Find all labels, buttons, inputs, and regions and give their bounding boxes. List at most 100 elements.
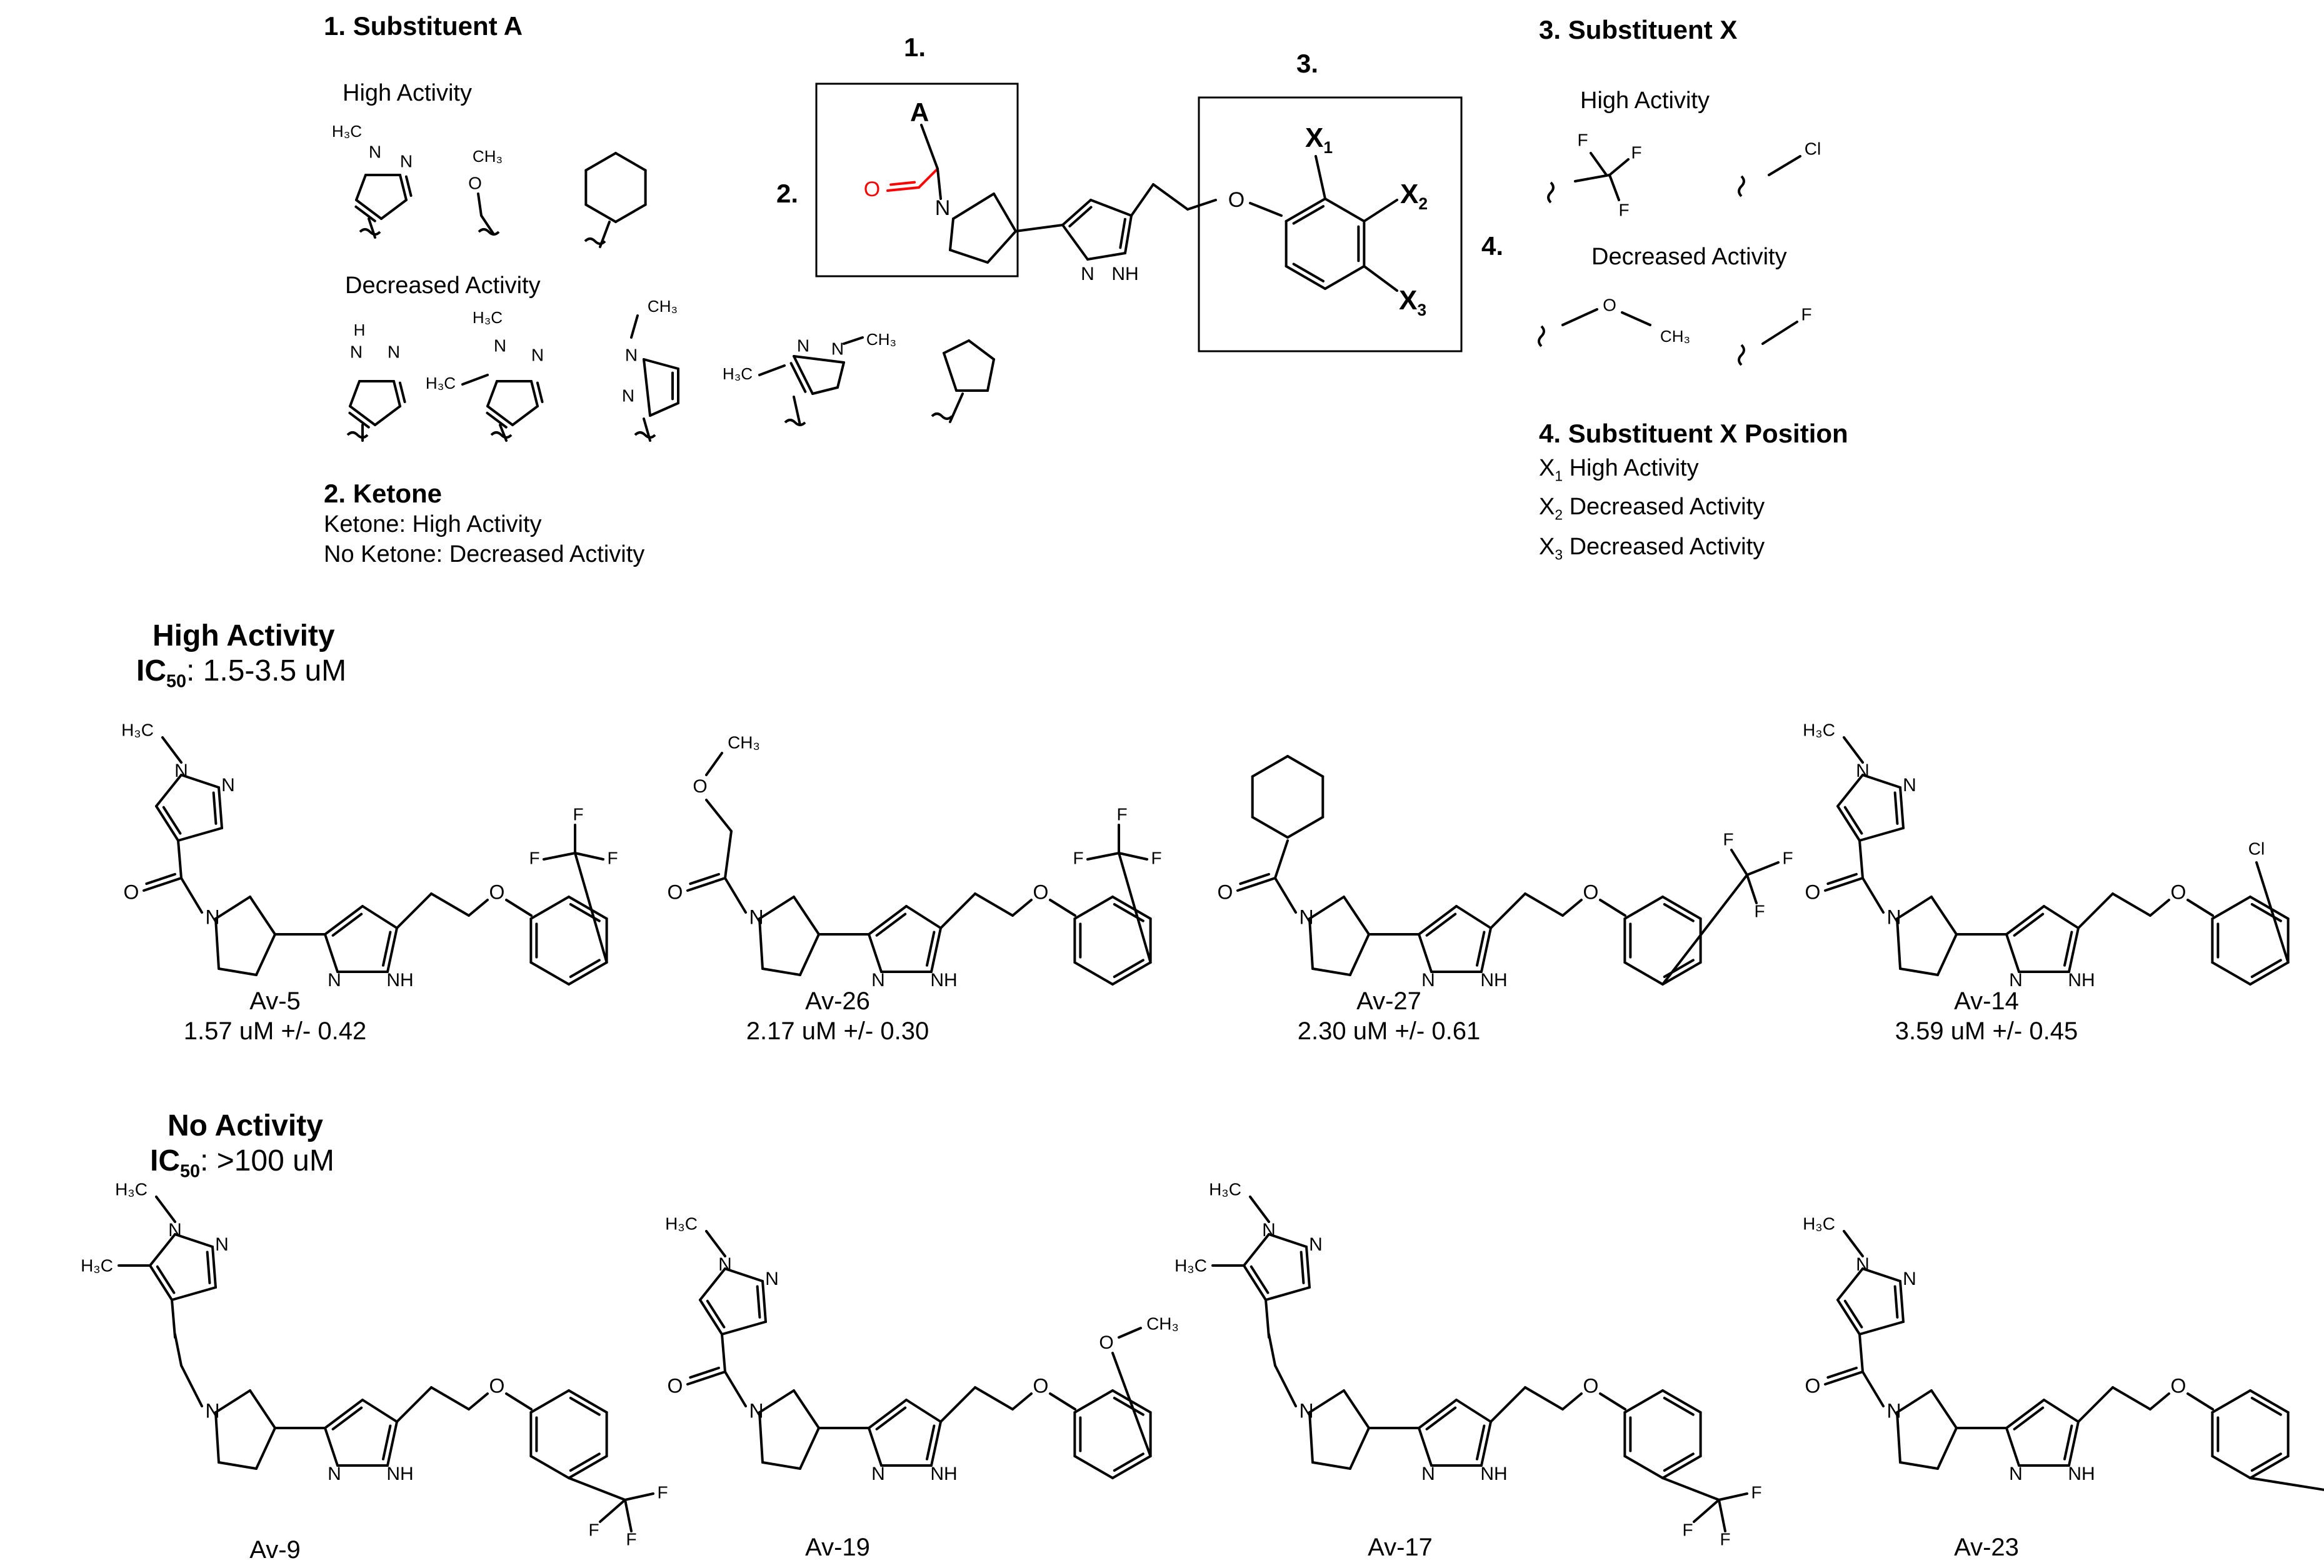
bond <box>374 405 401 426</box>
atom-label: CH₃ <box>866 330 896 349</box>
bond <box>324 1399 364 1429</box>
bond <box>214 1389 251 1414</box>
bond <box>255 1427 276 1470</box>
scaffold-a-label: A <box>910 97 929 127</box>
bond <box>529 1455 570 1479</box>
atom-label: F <box>1682 1520 1693 1539</box>
bond <box>868 1427 883 1467</box>
bond <box>1265 1299 1270 1339</box>
bond <box>174 1333 183 1367</box>
bond <box>1561 308 1598 326</box>
region-1-box <box>815 82 1019 277</box>
bond <box>1061 199 1092 226</box>
bond <box>1049 899 1076 917</box>
bond <box>1836 805 1861 842</box>
bond <box>1599 899 1626 917</box>
bond <box>2005 1427 2020 1467</box>
pyrazole-n1: N <box>174 761 188 781</box>
bond <box>2013 912 2045 937</box>
bond <box>1623 1455 1664 1479</box>
pyrazole-nitrogen: N <box>1081 264 1094 284</box>
bond <box>1363 199 1398 222</box>
bond <box>1124 214 1133 254</box>
bond <box>1746 874 1758 904</box>
pyrrolidine-nitrogen: N <box>205 906 219 928</box>
bond <box>1236 877 1276 892</box>
bond <box>811 386 839 395</box>
compound-av-9-name: Av-9 <box>249 1536 301 1564</box>
compound-av-26-ic50: 2.17 uM +/- 0.30 <box>746 1017 929 1045</box>
atom-label: F <box>1723 829 1733 849</box>
bond <box>974 892 1014 917</box>
bond <box>2013 1406 2045 1431</box>
pyrazole-nh: NH <box>1111 264 1138 284</box>
bond <box>930 927 942 973</box>
bond <box>705 1230 726 1257</box>
bond <box>1251 755 1289 778</box>
bond <box>380 199 408 220</box>
atom-label: F <box>626 1529 636 1549</box>
bond <box>758 917 764 970</box>
bond <box>1300 1251 1305 1284</box>
bond <box>1893 791 1899 825</box>
bond <box>925 931 936 967</box>
bond <box>1061 224 1089 261</box>
bond <box>1896 917 1901 970</box>
bond <box>2255 861 2290 964</box>
bond <box>1843 806 1863 835</box>
pyrazole-nitrogen: N <box>1421 1464 1435 1484</box>
pyrrolidine-nitrogen: N <box>1299 906 1313 928</box>
bond <box>249 1389 276 1429</box>
atom-label: F <box>1754 901 1765 921</box>
bond <box>2249 1389 2290 1414</box>
bond <box>1268 1233 1308 1248</box>
bond <box>505 1392 533 1411</box>
bond <box>1011 899 1033 917</box>
bond <box>155 805 179 842</box>
bond <box>943 339 970 354</box>
bond <box>1111 896 1152 920</box>
bond <box>993 192 1017 232</box>
bond <box>155 774 183 807</box>
bond <box>177 839 183 879</box>
bond <box>2063 1424 2073 1461</box>
bond <box>2249 961 2290 986</box>
bond <box>1268 1333 1276 1367</box>
bond <box>1349 1427 1370 1470</box>
carbonyl-oxygen: O <box>1805 881 1821 903</box>
ether-oxygen: O <box>489 1374 505 1397</box>
bond <box>568 961 608 986</box>
bond <box>649 402 679 417</box>
bond <box>2186 1392 2214 1411</box>
bond <box>1936 933 1958 976</box>
atom-label: F <box>588 1520 599 1539</box>
bond <box>214 917 220 970</box>
bond <box>430 892 470 917</box>
bond <box>1308 917 1314 970</box>
bond <box>1661 1477 1720 1501</box>
pyrazole-nitrogen: N <box>328 1464 341 1484</box>
bond <box>789 362 807 393</box>
pyrazole-nitrogen: N <box>2009 1464 2023 1484</box>
bond <box>1305 1246 1311 1289</box>
carbonyl-oxygen: O <box>668 881 683 903</box>
pyrrolidine-nitrogen: N <box>1886 1399 1901 1422</box>
carbonyl-oxygen: O <box>1218 881 1233 903</box>
methyl-label: H₃C <box>1803 1214 1835 1233</box>
bond <box>614 203 647 223</box>
bond <box>968 339 995 361</box>
bond <box>529 961 570 986</box>
bond <box>468 1392 489 1411</box>
atom-label: N <box>831 339 844 358</box>
bond <box>174 1233 214 1248</box>
bond <box>905 905 942 929</box>
bond <box>574 852 608 964</box>
bond <box>1661 874 1748 986</box>
bond <box>1418 905 1458 936</box>
pyrrolidine-nitrogen: N <box>1299 1399 1313 1422</box>
bond <box>162 806 182 835</box>
bond <box>1073 1455 1114 1479</box>
